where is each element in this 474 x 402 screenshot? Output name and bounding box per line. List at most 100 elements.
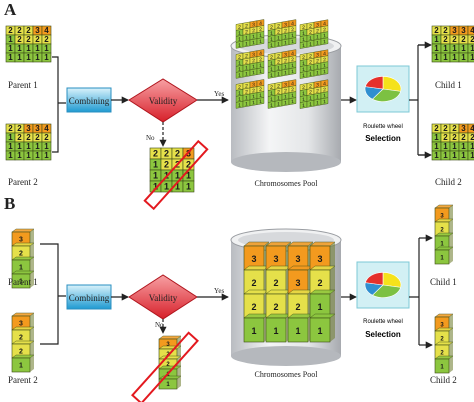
gene-cell: 4	[467, 123, 474, 134]
svg-text:2: 2	[284, 88, 287, 94]
svg-text:1: 1	[252, 40, 255, 46]
svg-text:1: 1	[245, 65, 248, 71]
svg-text:3: 3	[273, 254, 278, 264]
svg-text:1: 1	[434, 53, 439, 62]
gene-block: 3	[11, 228, 35, 247]
svg-text:1: 1	[284, 34, 287, 40]
gene-cell: 2	[431, 123, 442, 134]
gene-cell: 3	[32, 25, 43, 36]
gene-cell: 3	[32, 123, 43, 134]
svg-text:3: 3	[440, 323, 444, 329]
gene-cell: 1	[458, 150, 469, 161]
svg-text:1: 1	[251, 326, 256, 336]
svg-text:1: 1	[186, 171, 191, 181]
svg-text:1: 1	[440, 256, 444, 262]
gene-cell: 1	[306, 39, 315, 48]
gene-cell: 1	[467, 43, 474, 54]
pie-slice	[364, 76, 384, 90]
svg-text:1: 1	[166, 382, 170, 388]
parent2-label-a: Parent 2	[8, 177, 38, 187]
gene-cell: 1	[467, 141, 474, 152]
gene-cell: 1	[256, 67, 265, 75]
svg-text:3: 3	[35, 26, 40, 35]
svg-text:1: 1	[238, 103, 241, 109]
gene-cell: 1	[267, 41, 276, 49]
gene-cell: 3	[23, 123, 34, 134]
gene-cell: 1	[288, 37, 297, 45]
svg-text:2: 2	[8, 124, 13, 133]
svg-text:1: 1	[35, 53, 40, 62]
gene-cell: 2	[449, 34, 460, 45]
svg-text:1: 1	[273, 326, 278, 336]
svg-text:3: 3	[35, 124, 40, 133]
svg-text:1: 1	[164, 182, 169, 192]
svg-text:1: 1	[8, 151, 13, 160]
svg-text:1: 1	[270, 67, 273, 73]
gene-cell: 1	[41, 43, 52, 54]
svg-text:1: 1	[238, 37, 241, 43]
no-label-a: No	[146, 134, 155, 142]
gene-cell: 2	[149, 147, 162, 160]
svg-text:1: 1	[259, 93, 262, 99]
gene-cell: 1	[256, 97, 265, 105]
gene-cell: 1	[14, 43, 25, 54]
svg-text:1: 1	[317, 326, 322, 336]
svg-text:2: 2	[252, 58, 255, 64]
gene-cell: 1	[458, 141, 469, 152]
gene-cell: 2	[32, 34, 43, 45]
svg-text:1: 1	[302, 43, 305, 49]
svg-text:3: 3	[26, 124, 31, 133]
svg-text:1: 1	[461, 44, 466, 53]
svg-text:1: 1	[186, 182, 191, 192]
svg-text:2: 2	[323, 57, 326, 63]
gene-cell: 1	[431, 150, 442, 161]
gene-cell: 1	[449, 150, 460, 161]
svg-text:1: 1	[8, 142, 13, 151]
combining-label-b: Combining	[69, 293, 110, 303]
svg-text:1: 1	[434, 151, 439, 160]
svg-text:1: 1	[245, 35, 248, 41]
svg-text:2: 2	[26, 35, 31, 44]
svg-text:1: 1	[461, 151, 466, 160]
svg-text:2: 2	[291, 27, 294, 33]
gene-cell: 2	[5, 25, 16, 36]
svg-text:2: 2	[245, 29, 248, 35]
svg-text:1: 1	[302, 103, 305, 109]
gene-cell: 1	[5, 141, 16, 152]
svg-text:1: 1	[323, 39, 326, 45]
gene-cell: 1	[182, 180, 195, 193]
svg-text:1: 1	[35, 151, 40, 160]
svg-text:1: 1	[302, 37, 305, 43]
gene-cell: 2	[23, 25, 34, 36]
svg-text:1: 1	[26, 142, 31, 151]
svg-text:1: 1	[470, 44, 474, 53]
svg-text:1: 1	[270, 73, 273, 79]
svg-text:1: 1	[323, 99, 326, 105]
gene-cell: 1	[149, 169, 162, 182]
svg-text:1: 1	[17, 53, 22, 62]
gene-cell: 1	[14, 52, 25, 63]
gene-cell: 2	[23, 34, 34, 45]
pie-icon-b	[364, 272, 402, 298]
svg-text:1: 1	[252, 70, 255, 76]
svg-text:2: 2	[461, 133, 466, 142]
gene-cell: 1	[256, 37, 265, 45]
svg-text:1: 1	[461, 53, 466, 62]
split-bracket-a	[409, 44, 430, 156]
svg-text:4: 4	[259, 51, 262, 57]
svg-text:1: 1	[470, 142, 474, 151]
svg-text:1: 1	[26, 53, 31, 62]
svg-text:1: 1	[291, 93, 294, 99]
svg-text:1: 1	[270, 97, 273, 103]
svg-text:2: 2	[238, 85, 241, 91]
svg-text:3: 3	[252, 22, 255, 28]
svg-text:4: 4	[470, 124, 474, 133]
